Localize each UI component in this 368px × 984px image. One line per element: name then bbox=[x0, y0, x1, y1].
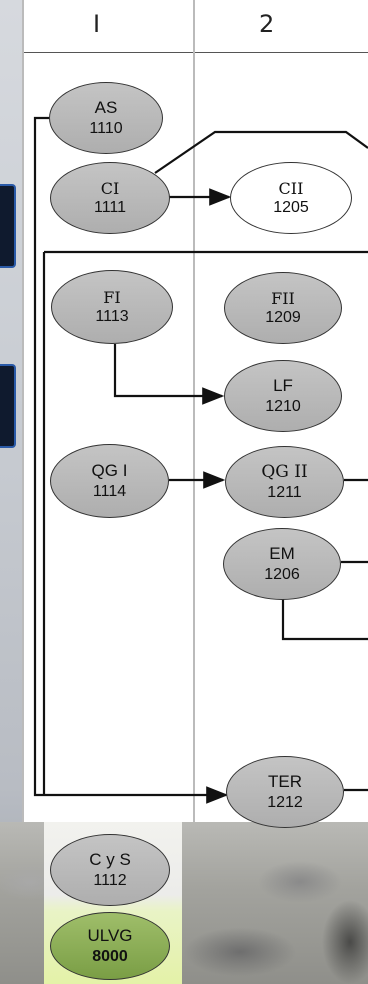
node-cii: CII 1205 bbox=[230, 162, 352, 234]
node-lf-number: 1210 bbox=[265, 397, 301, 415]
node-qg-i-code: QG I bbox=[91, 461, 128, 481]
node-lf: LF 1210 bbox=[224, 360, 342, 432]
node-cys-code: C y S bbox=[89, 850, 131, 870]
column-label-2: 2 bbox=[259, 10, 275, 38]
node-as: AS 1110 bbox=[49, 82, 163, 154]
node-ulvg-code: ULVG bbox=[87, 926, 133, 946]
node-as-code: AS bbox=[94, 98, 118, 118]
side-tab-middle bbox=[0, 364, 16, 448]
connector-ci-right bbox=[154, 130, 368, 174]
node-ci: CI 1111 bbox=[50, 162, 170, 234]
node-fii: FII 1209 bbox=[224, 272, 342, 344]
node-ter-number: 1212 bbox=[267, 793, 303, 811]
node-fii-number: 1209 bbox=[265, 309, 301, 326]
node-fi-code: FI bbox=[103, 287, 121, 307]
node-ulvg: ULVG 8000 bbox=[50, 912, 170, 980]
node-ter-code: TER bbox=[268, 772, 302, 792]
node-em-number: 1206 bbox=[264, 565, 300, 583]
column-label-1: I bbox=[93, 10, 101, 38]
node-ulvg-number: 8000 bbox=[92, 947, 128, 965]
node-cys: C y S 1112 bbox=[50, 834, 170, 906]
node-cys-number: 1112 bbox=[93, 871, 127, 889]
node-cii-number: 1205 bbox=[273, 199, 309, 216]
node-as-number: 1110 bbox=[89, 119, 123, 137]
node-fi-number: 1113 bbox=[95, 308, 129, 325]
node-em: EM 1206 bbox=[223, 528, 341, 600]
node-fi: FI 1113 bbox=[51, 270, 173, 344]
node-qg-ii-code: QG II bbox=[261, 462, 308, 483]
connector-fi-lf bbox=[113, 344, 225, 405]
node-lf-code: LF bbox=[273, 376, 293, 396]
column-divider bbox=[193, 0, 195, 822]
connector-as-ter bbox=[33, 116, 229, 804]
side-tab-top bbox=[0, 184, 16, 268]
column-header: I 2 bbox=[22, 0, 368, 53]
node-qg-i-number: 1114 bbox=[92, 482, 127, 500]
node-qg-i: QG I 1114 bbox=[50, 444, 169, 518]
node-ter: TER 1212 bbox=[226, 756, 344, 828]
node-ci-number: 1111 bbox=[93, 199, 127, 216]
node-qg-ii: QG II 1211 bbox=[225, 446, 344, 518]
node-ci-code: CI bbox=[100, 178, 120, 198]
connector-em-down bbox=[281, 598, 368, 641]
node-fii-code: FII bbox=[271, 288, 295, 308]
node-qg-ii-number: 1211 bbox=[267, 483, 302, 501]
node-cii-code: CII bbox=[278, 178, 304, 198]
node-em-code: EM bbox=[269, 544, 295, 564]
left-border bbox=[22, 0, 24, 822]
